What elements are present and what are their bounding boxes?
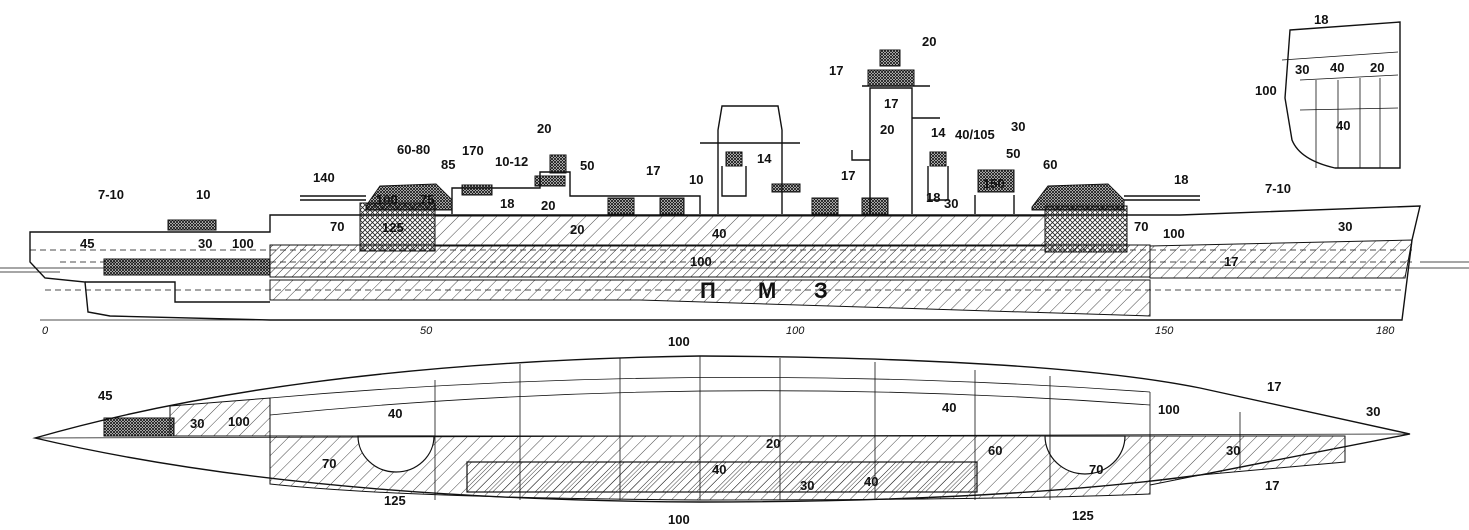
armor-label: 40/105: [955, 127, 995, 142]
armor-label: 40: [712, 462, 726, 477]
scale-tick: 180: [1376, 325, 1395, 337]
armor-label: 20: [541, 198, 555, 213]
scale-tick: 0: [42, 325, 49, 337]
armor-label: 10: [196, 187, 210, 202]
armor-label: 50: [1006, 146, 1020, 161]
armor-label: 17: [646, 163, 660, 178]
armor-label: 100: [690, 254, 712, 269]
armor-label: 75: [420, 192, 434, 207]
armor-label: 30: [1338, 219, 1352, 234]
armor-label: 17: [1265, 478, 1279, 493]
armor-label: 40: [1336, 118, 1350, 133]
side-view: [0, 49, 1469, 321]
lower-deck-hatch: [269, 279, 1151, 317]
scale-tick: 50: [420, 325, 433, 337]
armor-label: 30: [1366, 404, 1380, 419]
armor-label: 125: [384, 493, 406, 508]
fwd-turret: [1031, 183, 1125, 211]
armor-label: 17: [1224, 254, 1238, 269]
scale-tick: 100: [786, 325, 805, 337]
hull-letter: М: [758, 278, 776, 303]
armor-label: 20: [880, 122, 894, 137]
armor-label: 30: [944, 196, 958, 211]
armor-label: 125: [382, 220, 404, 235]
armor-label: 100: [232, 236, 254, 251]
armor-label: 45: [98, 388, 112, 403]
armor-label: 14: [931, 125, 946, 140]
armor-label: 100: [668, 334, 690, 349]
armor-label: 18: [926, 190, 940, 205]
armor-label: 40: [942, 400, 956, 415]
armor-label: 30: [1226, 443, 1240, 458]
armor-label: 100: [668, 512, 690, 527]
scale-bar: 0 50 100 150 180: [40, 319, 1400, 337]
armor-label: 100: [1163, 226, 1185, 241]
armor-label: 10-12: [495, 154, 528, 169]
armor-label: 7-10: [98, 187, 124, 202]
armor-label: 40: [1330, 60, 1344, 75]
armor-label: 18: [500, 196, 514, 211]
upper-belt-40: [434, 215, 1046, 247]
armor-label: 30: [198, 236, 212, 251]
armor-label: 100: [376, 192, 398, 207]
armor-label: 60: [988, 443, 1002, 458]
aft-belt-45: [103, 258, 271, 276]
armor-label: 30: [800, 478, 814, 493]
armor-label: 7-10: [1265, 181, 1291, 196]
armor-label: 20: [922, 34, 936, 49]
plan-view: 100 100 45 30 100 40 70 125 20 40 30 40 …: [32, 334, 1411, 527]
armor-label: 150: [983, 176, 1005, 191]
aft-barbette: [359, 202, 436, 252]
armor-label: 60-80: [397, 142, 430, 157]
armor-label: 100: [1255, 83, 1277, 98]
scale-tick: 150: [1155, 325, 1174, 337]
armor-label: 20: [766, 436, 780, 451]
armor-label: 30: [1295, 62, 1309, 77]
armor-label: 20: [1370, 60, 1384, 75]
armor-label: 40: [864, 474, 878, 489]
armor-label: 20: [570, 222, 584, 237]
armor-label: 18: [1314, 12, 1328, 27]
armor-label: 70: [322, 456, 336, 471]
armor-label: 17: [841, 168, 855, 183]
armor-label: 125: [1072, 508, 1094, 523]
armor-label: 100: [228, 414, 250, 429]
armor-label: 40: [712, 226, 726, 241]
hull-letter: З: [814, 278, 828, 303]
armor-label: 20: [537, 121, 551, 136]
armor-label: 17: [1267, 379, 1281, 394]
armor-label: 140: [313, 170, 335, 185]
armor-label: 70: [1134, 219, 1148, 234]
bow-belt-17: [1149, 239, 1413, 279]
armor-label: 50: [580, 158, 594, 173]
hull-letter: П: [700, 278, 716, 303]
armor-label: 100: [1158, 402, 1180, 417]
armor-label: 60: [1043, 157, 1057, 172]
armor-label: 17: [884, 96, 898, 111]
armor-label: 10: [689, 172, 703, 187]
armor-label: 170: [462, 143, 484, 158]
armor-label: 14: [757, 151, 772, 166]
armor-label: 70: [1089, 462, 1103, 477]
armor-label: 85: [441, 157, 455, 172]
armor-label: 70: [330, 219, 344, 234]
section-view: 18 30 40 20 100 40: [1255, 12, 1401, 169]
side-labels: 7-10 10 45 30 100 70 140 60-80 85 100 75…: [80, 34, 1352, 269]
armor-label: 17: [829, 63, 843, 78]
fwd-barbette: [1044, 205, 1128, 253]
armor-label: 30: [1011, 119, 1025, 134]
armor-label: 40: [388, 406, 402, 421]
armor-label: 30: [190, 416, 204, 431]
armor-label: 45: [80, 236, 94, 251]
armor-label: 18: [1174, 172, 1188, 187]
